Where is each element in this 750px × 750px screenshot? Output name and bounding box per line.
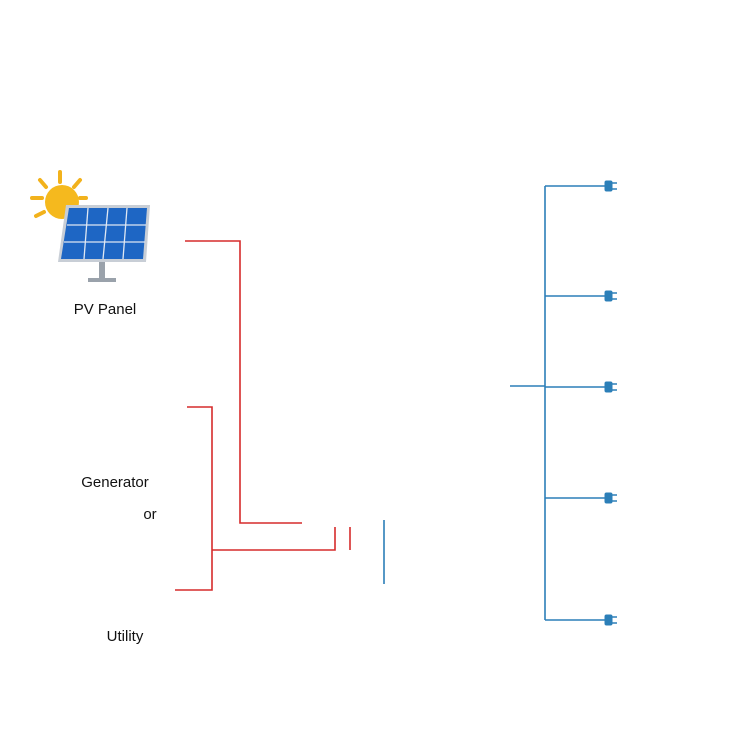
plug-icon [604,614,617,626]
plug-icon [604,381,617,393]
grid-wire [212,527,336,551]
pv-wire [185,240,302,524]
plug-icon [604,290,617,302]
or-label: or [143,506,157,523]
generator-label: Generator [81,474,149,491]
input-wires [175,240,351,591]
plug-icons [604,180,617,626]
plug-icon [604,492,617,504]
generator-wire [175,406,213,591]
utility-label: Utility [106,628,144,645]
output-wires [383,185,605,621]
solar-panel-icon [58,205,150,282]
plug-icon [604,180,617,192]
pv-panel-label: PV Panel [73,301,137,318]
